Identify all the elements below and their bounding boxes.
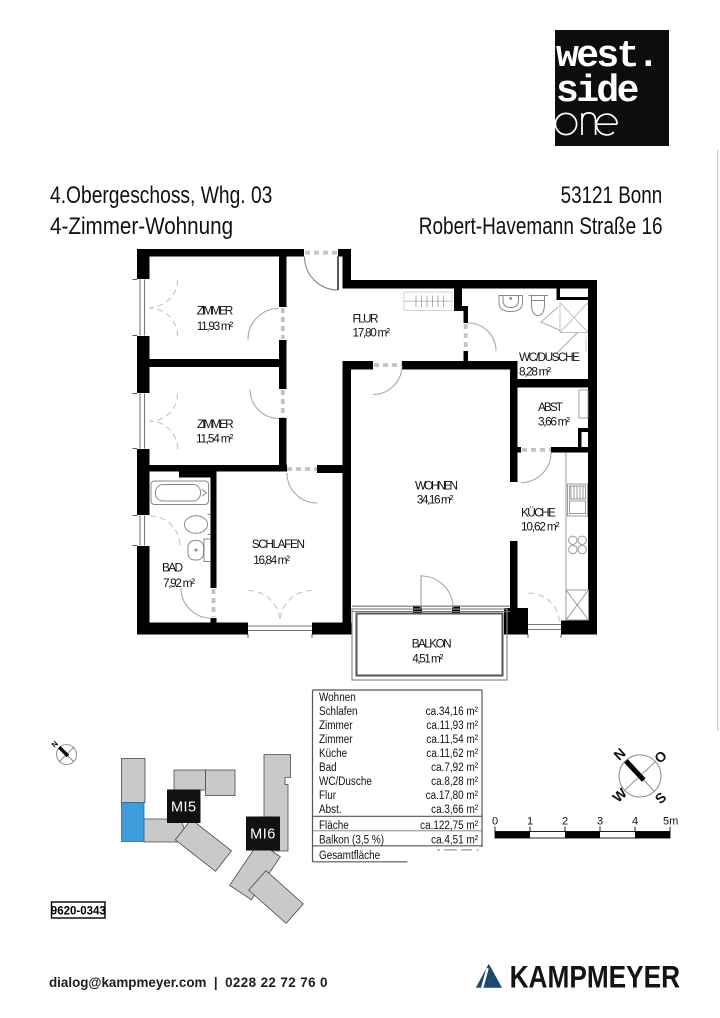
svg-text:3: 3	[597, 816, 603, 828]
svg-text:Zimmer: Zimmer	[319, 719, 353, 732]
svg-text:WOHNEN: WOHNEN	[415, 479, 458, 493]
svg-text:4,51 m²: 4,51 m²	[412, 652, 443, 666]
svg-text:Abst.: Abst.	[319, 803, 342, 816]
svg-text:2: 2	[562, 816, 568, 828]
svg-text:WC/DUSCHE: WC/DUSCHE	[519, 350, 580, 364]
svg-text:7,92 m²: 7,92 m²	[163, 576, 195, 590]
svg-text:9620-0343: 9620-0343	[51, 905, 106, 917]
svg-text:ca.3,66 m²: ca.3,66 m²	[431, 803, 478, 816]
svg-text:S: S	[652, 789, 670, 807]
svg-text:ca.11,93 m²: ca.11,93 m²	[426, 719, 478, 732]
svg-text:BAD: BAD	[162, 561, 183, 575]
svg-text:10,62 m²: 10,62 m²	[521, 520, 560, 534]
svg-text:KÜCHE: KÜCHE	[521, 506, 556, 520]
svg-text:ca.4,51 m²: ca.4,51 m²	[431, 834, 478, 847]
svg-text:0: 0	[492, 816, 498, 828]
svg-text:3,66 m²: 3,66 m²	[538, 415, 570, 429]
svg-text:Gesamtfläche: Gesamtfläche	[319, 849, 380, 862]
svg-text:ZIMMER: ZIMMER	[197, 304, 234, 318]
svg-text:1: 1	[527, 816, 533, 828]
svg-text:11,93 m²: 11,93 m²	[197, 319, 234, 333]
svg-text:SCHLAFEN: SCHLAFEN	[252, 537, 305, 551]
svg-text:Flur: Flur	[319, 789, 336, 802]
svg-text:Wohnen: Wohnen	[319, 691, 356, 704]
svg-text:ca.122,75 m²: ca.122,75 m²	[420, 819, 478, 832]
svg-text:5m: 5m	[663, 816, 678, 828]
svg-text:ca.11,62 m²: ca.11,62 m²	[426, 747, 478, 760]
svg-text:FLUR: FLUR	[353, 312, 379, 326]
svg-text:Balkon (3,5 %): Balkon (3,5 %)	[319, 834, 384, 847]
svg-text:ZIMMER: ZIMMER	[197, 417, 234, 431]
svg-text:ca.34,16 m²: ca.34,16 m²	[426, 705, 479, 718]
svg-text:ca.17,80 m²: ca.17,80 m²	[426, 789, 479, 802]
svg-text:KAMPMEYER: KAMPMEYER	[510, 959, 681, 995]
svg-text:BALKON: BALKON	[412, 637, 452, 651]
svg-text:ca.11,54 m²: ca.11,54 m²	[426, 733, 478, 746]
svg-text:Küche: Küche	[319, 747, 347, 760]
svg-text:8,28 m²: 8,28 m²	[519, 365, 551, 379]
svg-text:ABST: ABST	[538, 400, 563, 414]
svg-text:16,84 m²: 16,84 m²	[253, 553, 290, 567]
svg-text:MI5: MI5	[171, 800, 197, 816]
svg-text:Bad: Bad	[319, 761, 337, 774]
svg-text:Zimmer: Zimmer	[319, 733, 353, 746]
svg-text:N: N	[50, 739, 60, 749]
svg-text:MI6: MI6	[250, 827, 276, 843]
svg-text:11,54 m²: 11,54 m²	[196, 432, 233, 446]
svg-text:4: 4	[632, 816, 638, 828]
svg-text:ca.8,28 m²: ca.8,28 m²	[431, 775, 478, 788]
svg-text:Schlafen: Schlafen	[319, 705, 358, 718]
svg-text:17,80 m²: 17,80 m²	[353, 326, 391, 340]
svg-text:34,16 m²: 34,16 m²	[417, 493, 454, 507]
svg-text:ca.7,92 m²: ca.7,92 m²	[431, 761, 478, 774]
svg-text:WC/Dusche: WC/Dusche	[319, 775, 372, 788]
svg-text:Fläche: Fläche	[319, 819, 349, 832]
